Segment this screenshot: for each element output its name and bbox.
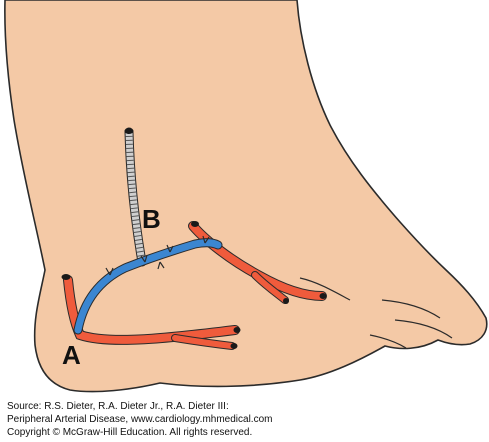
- credit-line-book: Peripheral Arterial Disease, www.cardiol…: [7, 414, 273, 425]
- credit-line-source: Source: R.S. Dieter, R.A. Dieter Jr., R.…: [7, 401, 229, 412]
- vein-graft: [73, 235, 223, 335]
- catheter: [124, 127, 147, 267]
- foot-skin: [4, 0, 488, 393]
- artery-lower: [61, 274, 241, 350]
- label-a: A: [62, 340, 81, 370]
- credit-line-copyright: Copyright © McGraw-Hill Education. All r…: [7, 427, 253, 438]
- foot-illustration: [4, 0, 488, 393]
- toe-lines: [299, 277, 453, 349]
- label-b: B: [142, 204, 161, 234]
- source-credit: Source: R.S. Dieter, R.A. Dieter Jr., R.…: [7, 400, 487, 439]
